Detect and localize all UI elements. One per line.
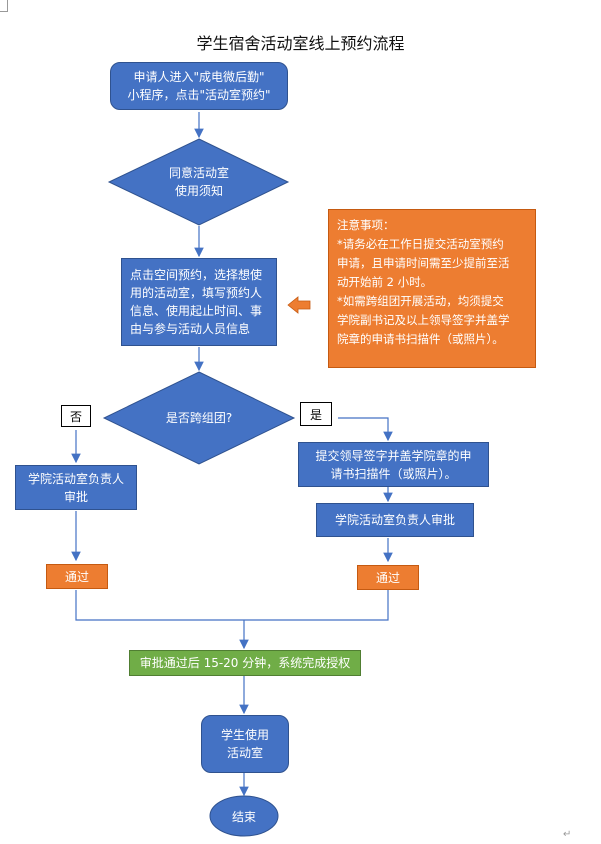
use-line2: 活动室 bbox=[226, 746, 263, 760]
merge-line bbox=[75, 590, 389, 621]
agree-label: 同意活动室 使用须知 bbox=[139, 164, 259, 200]
notice-line2: 申请，且申请时间需至少提前至活 bbox=[337, 256, 510, 270]
step-submit-application: 提交领导签字并盖学院章的申 请书扫描件（或照片）。 bbox=[298, 442, 489, 487]
notice-line4: *如需跨组团开展活动，均须提交 bbox=[337, 294, 504, 308]
notice-line1: *请务必在工作日提交活动室预约 bbox=[337, 237, 504, 251]
step-system-grant: 审批通过后 15-20 分钟，系统完成授权 bbox=[129, 650, 361, 676]
notice-line6: 院章的申请书扫描件（或照片）。 bbox=[337, 332, 504, 346]
step-left-approve: 学院活动室负责人 审批 bbox=[15, 465, 137, 510]
agree-line2: 使用须知 bbox=[174, 184, 223, 198]
left-approve-line1: 学院活动室负责人 bbox=[27, 471, 124, 486]
submit-line2: 请书扫描件（或照片）。 bbox=[330, 466, 457, 481]
agree-line1: 同意活动室 bbox=[168, 166, 229, 180]
decision-diamond bbox=[102, 371, 296, 465]
step-right-approve: 学院活动室负责人审批 bbox=[316, 503, 474, 537]
yes-tag: 是 bbox=[300, 402, 332, 426]
step-enter-line1: 申请人进入"成电微后勤" bbox=[133, 70, 265, 84]
pass-right: 通过 bbox=[357, 565, 419, 590]
notice-arrow bbox=[287, 296, 311, 314]
step-enter-miniprogram: 申请人进入"成电微后勤" 小程序，点击"活动室预约" bbox=[110, 62, 288, 110]
fill-line1: 点击空间预约，选择想使 bbox=[130, 268, 263, 282]
submit-line1: 提交领导签字并盖学院章的申 bbox=[315, 448, 472, 463]
page-title: 学生宿舍活动室线上预约流程 bbox=[196, 34, 405, 53]
agree-diamond bbox=[107, 138, 290, 226]
no-tag: 否 bbox=[61, 405, 91, 427]
corner-mark-icon bbox=[0, 0, 8, 12]
step-fill-info: 点击空间预约，选择想使 用的活动室，填写预约人 信息、使用起止时间、事 由与参与… bbox=[121, 258, 277, 346]
end-ellipse bbox=[209, 795, 279, 837]
fill-line3: 信息、使用起止时间、事 bbox=[130, 304, 263, 318]
notice-line5: 学院副书记及以上领导签字并盖学 bbox=[337, 313, 510, 327]
notice-box: 注意事项： *请务必在工作日提交活动室预约 申请，且申请时间需至少提前至活 动开… bbox=[328, 209, 536, 368]
pass-left: 通过 bbox=[46, 564, 108, 589]
use-line1: 学生使用 bbox=[220, 728, 269, 742]
notice-line3: 动开始前 2 小时。 bbox=[337, 275, 433, 289]
paragraph-mark-icon: ↵ bbox=[563, 829, 572, 840]
arrow-yes-branch bbox=[338, 417, 393, 442]
notice-heading: 注意事项： bbox=[337, 218, 395, 232]
left-approve-line2: 审批 bbox=[63, 489, 88, 504]
step-student-use: 学生使用 活动室 bbox=[201, 715, 289, 773]
fill-line4: 由与参与活动人员信息 bbox=[130, 322, 251, 336]
end-label: 结束 bbox=[231, 810, 256, 824]
step-enter-line2: 小程序，点击"活动室预约" bbox=[127, 88, 271, 102]
decision-label: 是否跨组团? bbox=[165, 411, 233, 425]
fill-line2: 用的活动室，填写预约人 bbox=[130, 286, 263, 300]
